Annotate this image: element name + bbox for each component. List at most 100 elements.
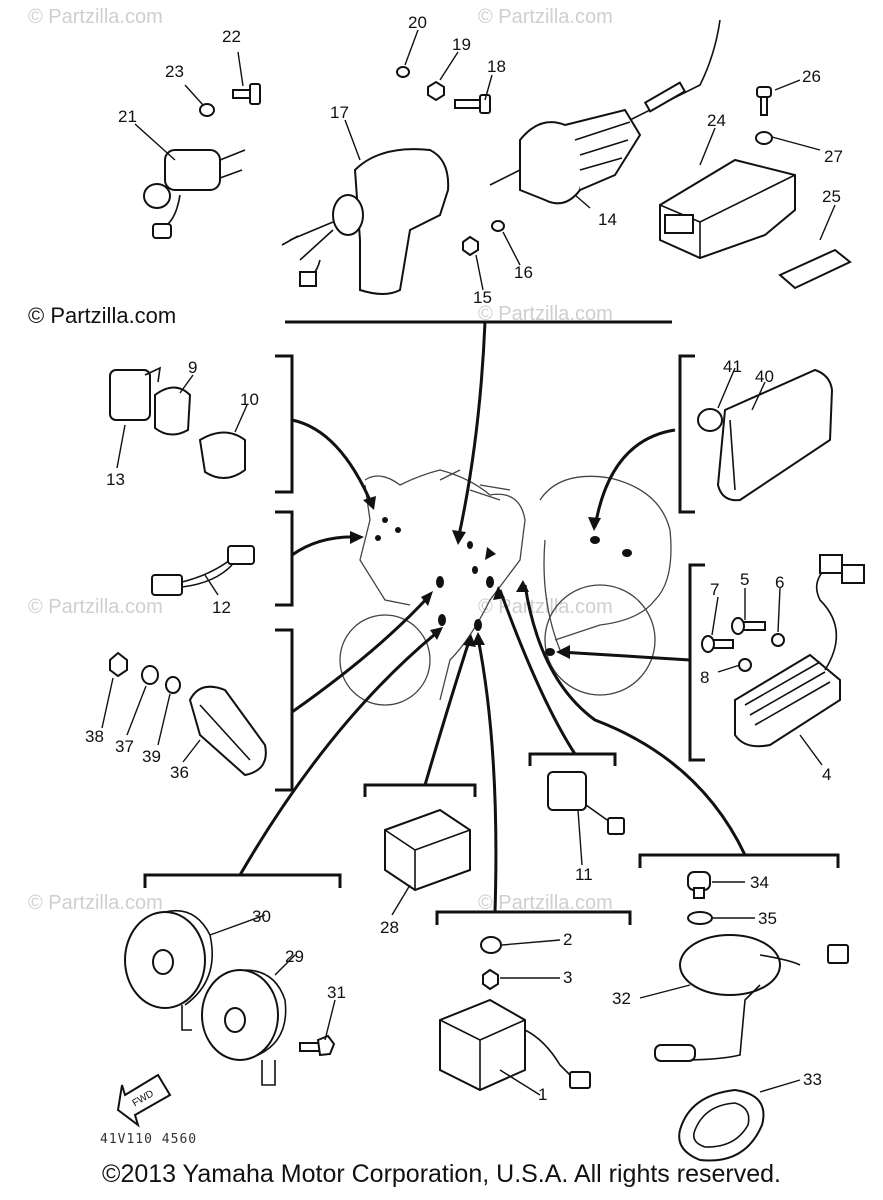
part-18 [454,94,491,114]
watermark: © Partzilla.com [478,892,613,914]
watermark: © Partzilla.com [478,6,613,28]
part-27 [755,131,773,145]
callout-3: 3 [563,968,572,987]
bottom-group-bracket-relay [435,910,632,925]
callout-8: 8 [700,668,709,687]
callout-5: 5 [740,570,749,589]
left-group-bracket-2 [275,510,294,607]
part-7 [701,635,734,653]
callout-6: 6 [775,573,784,592]
diagram-code: 41V110 4560 [100,1132,198,1147]
part-34 [687,871,711,899]
callout-39: 39 [142,747,161,766]
watermark: © Partzilla.com [478,303,613,325]
part-31 [299,1034,336,1057]
part-3 [482,968,499,991]
callout-41: 41 [723,357,742,376]
part-41 [697,408,723,432]
part-1 [439,998,591,1092]
arrow-heads [350,496,601,659]
bottom-group-bracket-28 [363,783,477,797]
callout-36: 36 [170,763,189,782]
left-group-bracket-3 [275,628,294,792]
bottom-group-bracket-11 [528,752,617,766]
part-29 [181,969,287,1086]
callout-13: 13 [106,470,125,489]
callout-17: 17 [330,103,349,122]
part-33 [678,1088,765,1162]
watermark: © Partzilla.com [28,596,163,618]
callout-19: 19 [452,35,471,54]
callout-27: 27 [824,147,843,166]
callout-23: 23 [165,62,184,81]
part-15 [462,235,479,257]
partzilla-copyright: © Partzilla.com [28,303,177,328]
part-10 [198,431,246,479]
bottom-group-bracket-horns [143,873,342,888]
part-21 [143,149,246,239]
callout-12: 12 [212,598,231,617]
motorcycle-outline [339,469,672,706]
left-group-bracket-1 [275,354,294,494]
callout-40: 40 [755,367,774,386]
callout-4: 4 [822,765,831,784]
part-13 [109,366,162,421]
callout-21: 21 [118,107,137,126]
part-35 [687,911,713,925]
part-32 [654,934,849,1062]
part-26 [756,86,772,116]
part-16 [491,220,505,232]
right-group-bracket-2 [688,563,705,762]
callout-1: 1 [538,1085,547,1104]
callout-16: 16 [514,263,533,282]
connection-arrows [238,321,747,913]
part-11 [547,771,625,835]
callout-22: 22 [222,27,241,46]
part-23 [199,103,215,117]
part-37 [141,665,159,685]
label-leaders [101,29,836,1096]
callout-32: 32 [612,989,631,1008]
part-19 [427,80,445,102]
part-8 [738,658,752,672]
callout-35: 35 [758,909,777,928]
callout-24: 24 [707,111,726,130]
callout-9: 9 [188,358,197,377]
callout-20: 20 [408,13,427,32]
part-6 [771,633,785,647]
part-40 [716,368,834,502]
part-4 [734,554,865,748]
watermark: © Partzilla.com [28,6,163,28]
callout-29: 29 [285,947,304,966]
part-28 [384,808,471,892]
part-9 [154,386,192,436]
part-5 [731,617,766,635]
callout-18: 18 [487,57,506,76]
callout-14: 14 [598,210,617,229]
part-14 [489,19,721,205]
part-12 [151,545,255,596]
callout-26: 26 [802,67,821,86]
right-group-bracket-1 [678,354,695,514]
callout-15: 15 [473,288,492,307]
part-25 [778,248,852,290]
part-17 [281,148,450,295]
callout-11: 11 [575,865,593,884]
mount-location-dots [375,517,632,656]
part-38 [109,651,128,678]
callout-10: 10 [240,390,259,409]
callout-34: 34 [750,873,769,892]
callout-31: 31 [327,983,346,1002]
watermark: © Partzilla.com [28,892,163,914]
watermark: © Partzilla.com [478,596,613,618]
callout-7: 7 [710,580,719,599]
fwd-arrow [116,1073,172,1128]
part-39 [165,676,181,694]
part-36 [188,685,267,777]
callout-2: 2 [563,930,572,949]
part-30 [124,910,213,1009]
bottom-group-bracket-fuel [638,853,840,868]
callout-25: 25 [822,187,841,206]
part-22 [232,83,261,105]
